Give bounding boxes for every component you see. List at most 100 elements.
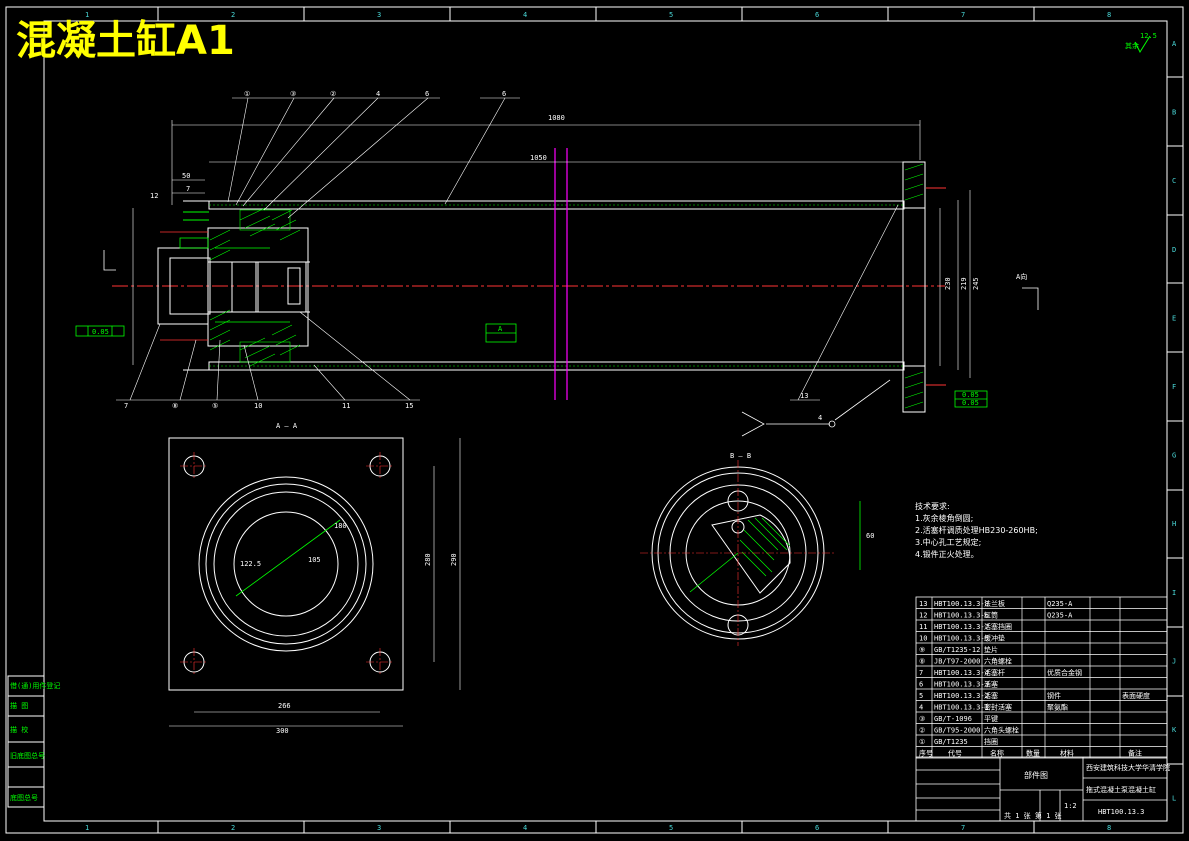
parts-row-code: GB/T1235-12 xyxy=(934,646,980,654)
row-label: E xyxy=(1172,314,1176,322)
parts-row-material: 优质合金钢 xyxy=(1047,668,1082,677)
sheet-info: 共 1 张 第 1 张 xyxy=(1004,811,1062,820)
parts-header-number: 序号 xyxy=(919,749,933,758)
balloon-bottom: ⑤ xyxy=(212,402,218,410)
surface-finish-mark: 其余 12.5 xyxy=(1125,32,1157,54)
tolerance-frames xyxy=(75,323,988,408)
parts-row-name: 平键 xyxy=(984,714,998,723)
side-stamp-label: 底图总号 xyxy=(10,793,38,802)
dim-219: 219 xyxy=(960,277,968,290)
section-aa-view xyxy=(168,437,404,691)
leader-lines xyxy=(116,97,899,401)
parts-row-name: 密封活塞 xyxy=(984,703,1012,712)
dim-290: 290 xyxy=(450,553,458,566)
column-label-bottom: 5 xyxy=(669,824,673,832)
parts-row-material: 钢件 xyxy=(1047,691,1061,700)
dim-122: 122.5 xyxy=(240,560,261,568)
tech-requirements: 技术要求: 1.灰余棱角倒圆; 2.活塞杆调质处理HB230-260HB; 3.… xyxy=(915,501,1038,559)
parts-row-code: HBT100.13.3-5 xyxy=(934,635,989,643)
parts-header-remark: 备注 xyxy=(1128,749,1142,758)
a-direction-marker xyxy=(103,250,1039,310)
parts-row-code: JB/T97-2000 xyxy=(934,658,980,666)
column-label-bottom: 1 xyxy=(85,824,89,832)
balloon-bottom: 15 xyxy=(405,402,413,410)
parts-row-number: ② xyxy=(919,727,925,735)
dim-12: 12 xyxy=(150,192,158,200)
parts-row-name: 六角螺栓 xyxy=(984,657,1012,666)
parts-row-number: ⑧ xyxy=(919,658,925,666)
scale-value: 1:2 xyxy=(1064,802,1077,810)
balloon-top: 6 xyxy=(425,90,429,98)
drawing-title: 混凝土缸A1 xyxy=(16,18,235,64)
main-dimensions xyxy=(132,120,971,378)
column-label-top: 4 xyxy=(523,11,527,19)
parts-row-number: 7 xyxy=(919,669,923,677)
parts-row-code: HBT100.13.3-2 xyxy=(934,692,989,700)
inner-frame xyxy=(43,20,1168,822)
row-label: B xyxy=(1172,109,1176,117)
section-aa-centerlines xyxy=(180,452,394,676)
row-label: J xyxy=(1172,657,1176,665)
surface-finish-text: 其余 xyxy=(1125,41,1139,50)
parts-row-material: Q235-A xyxy=(1047,612,1073,620)
balloon-13: 13 xyxy=(800,392,808,400)
dim-7: 7 xyxy=(186,185,190,193)
parts-row-code: HBT100.13.3-3 xyxy=(934,681,989,689)
row-label: K xyxy=(1172,726,1177,734)
parts-row-code: GB/T95-2000 xyxy=(934,727,980,735)
parts-row-code: HBT100.13.3-7 xyxy=(934,623,989,631)
parts-row-code: HBT100.13.3-1 xyxy=(934,704,989,712)
drawing-number: HBT100.13.3 xyxy=(1098,808,1144,816)
title-block-texts: 部件图 西安建筑科技大学华清学院 拖式混凝土泵混凝土缸 HBT100.13.3 … xyxy=(1004,763,1170,820)
parts-header-qty: 数量 xyxy=(1026,749,1040,758)
dim-180: 180 xyxy=(334,522,347,530)
column-label-top: 7 xyxy=(961,11,965,19)
tech-item-3: 3.中心孔工艺规定; xyxy=(915,537,981,547)
parts-row-number: 11 xyxy=(919,623,927,631)
parts-row-name: 活塞挡圈 xyxy=(984,622,1012,631)
balloon-top: 6 xyxy=(502,90,506,98)
side-stamp-label: 描 图 xyxy=(10,701,28,710)
row-label: C xyxy=(1172,177,1176,185)
dim-105: 105 xyxy=(308,556,321,564)
balloon-bottom: 7 xyxy=(124,402,128,410)
section-aa-ext-dims xyxy=(169,438,461,727)
parts-row-code: GB/T1235 xyxy=(934,738,968,746)
parts-row-number: 12 xyxy=(919,612,927,620)
tech-heading: 技术要求: xyxy=(915,501,950,511)
section-aa-label: A — A xyxy=(276,422,298,430)
side-stamp-table xyxy=(7,675,45,808)
column-label-bottom: 4 xyxy=(523,824,527,832)
row-label: A xyxy=(1172,40,1177,48)
main-section-view xyxy=(112,148,946,413)
dim-60: 60 xyxy=(866,532,874,540)
column-label-bottom: 7 xyxy=(961,824,965,832)
parts-row-name: 活塞杆 xyxy=(984,668,1005,677)
column-label-bottom: 8 xyxy=(1107,824,1111,832)
row-label: H xyxy=(1172,520,1176,528)
parts-row-name: 缸筒 xyxy=(984,611,998,620)
parts-row-code: HBT100.13.3-6 xyxy=(934,612,989,620)
product-name: 拖式混凝土泵混凝土缸 xyxy=(1086,785,1156,794)
column-label-top: 8 xyxy=(1107,11,1111,19)
parts-row-number: 13 xyxy=(919,600,927,608)
row-label: I xyxy=(1172,589,1176,597)
column-label-top: 3 xyxy=(377,11,381,19)
outer-frame xyxy=(5,6,1184,834)
parts-row-name: 挡圈 xyxy=(984,737,998,746)
section-aa-dimlines xyxy=(235,519,341,597)
parts-row-material: 聚氨酯 xyxy=(1047,703,1068,712)
tol-left: 0.05 xyxy=(92,328,109,336)
row-label: D xyxy=(1172,246,1176,254)
column-label-bottom: 2 xyxy=(231,824,235,832)
parts-row-code: HBT100.13.3-4 xyxy=(934,669,989,677)
side-stamp-label: 旧底图总号 xyxy=(10,751,45,760)
